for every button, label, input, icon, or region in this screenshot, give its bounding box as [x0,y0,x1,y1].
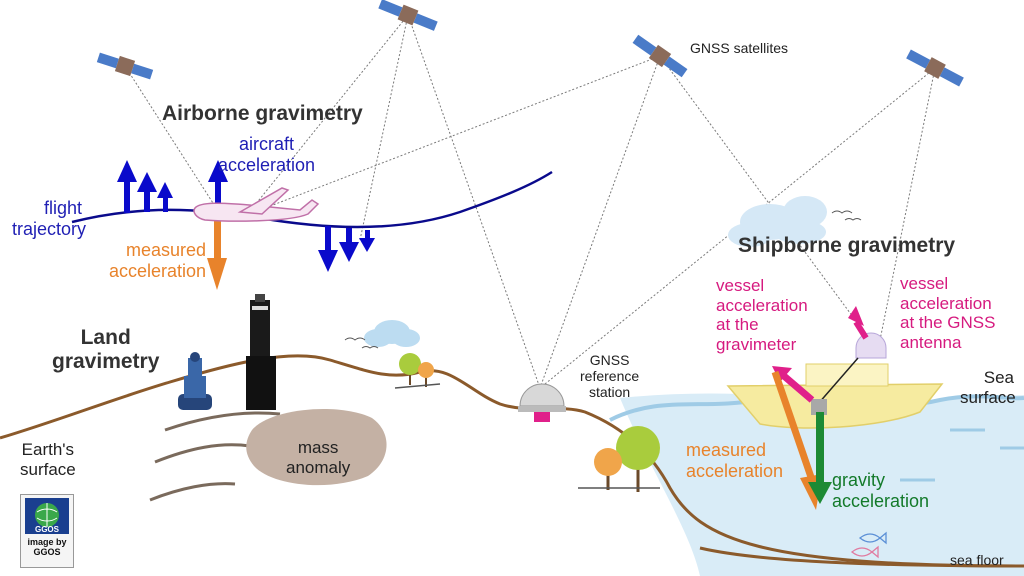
gnss-satellite-3 [632,34,688,78]
upward-acceleration-arrows [117,160,228,213]
gnss-reference-station-icon [518,383,566,422]
image-credit: image by GGOS [27,537,67,557]
shipborne-gravimetry-title: Shipborne gravimetry [738,234,956,257]
mass-anomaly-label: mass anomaly [286,438,351,477]
earths-surface-label: Earth's surface [20,440,76,479]
gravity-acceleration-arrow [808,412,832,504]
aircraft-acceleration-label: aircraft acceleration [218,134,316,175]
downward-acceleration-arrows [318,226,375,272]
measured-acceleration-air-label: measured acceleration [108,240,206,281]
gnss-satellite-1 [96,52,154,80]
ggos-logo-text: GGOS [35,525,60,534]
vessel-acceleration-gravimeter-label: vessel acceleration at the gravimeter [716,276,808,354]
fish-icon [850,531,887,559]
airborne-gravimetry-title: Airborne gravimetry [162,102,363,125]
ggos-logo: GGOS image by GGOS [20,494,74,568]
birds-icon [344,210,862,349]
gnss-link-lines [124,14,936,389]
sea-floor-line [699,546,1024,568]
vessel-acceleration-antenna-label: vessel acceleration at the GNSS antenna [900,274,996,352]
sea-surface-label: Sea surface [960,368,1016,407]
flight-trajectory-label: flight trajectory [12,198,87,239]
soil-layers [149,411,281,502]
ground-surface [0,354,1024,568]
gnss-reference-station-label: GNSS reference station [580,352,640,401]
gravity-acceleration-label: gravity acceleration [832,470,930,511]
trees-shore [578,426,660,492]
sea-floor-label: sea floor [950,552,1004,568]
gnss-satellite-2 [378,0,438,31]
wave-dashes [900,428,1024,482]
aircraft-icon [193,187,320,222]
vessel-acceleration-antenna-arrow [848,306,869,340]
absolute-gravimeter-icon [246,294,276,410]
gnss-satellites-label: GNSS satellites [690,40,789,56]
cloud-left [364,320,420,347]
ggos-globe-icon: GGOS [25,498,69,534]
cloud-right [728,196,827,247]
trees-hill [394,353,441,389]
mass-anomaly-shape [246,408,387,486]
land-gravimetry-title: Land gravimetry [52,326,160,374]
vessel-acceleration-gravimeter-arrow [772,366,815,403]
measured-acceleration-sea-label: measured acceleration [686,440,784,481]
relative-gravimeter-icon [178,352,212,410]
gnss-satellite-4 [906,49,964,87]
measured-acceleration-arrow-air [207,216,227,290]
